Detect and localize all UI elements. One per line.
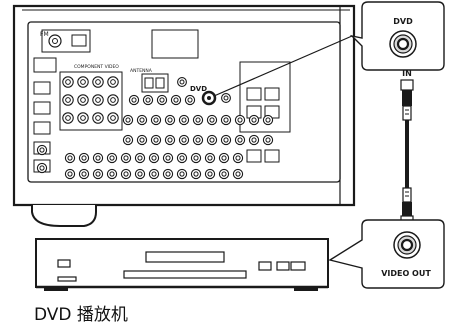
receiver-jack bbox=[178, 114, 190, 126]
receiver-jack bbox=[92, 76, 104, 88]
receiver-jack bbox=[248, 134, 260, 146]
receiver-jack bbox=[170, 94, 182, 106]
receiver-jack bbox=[232, 152, 244, 164]
receiver-jack bbox=[107, 76, 119, 88]
receiver-jack bbox=[78, 168, 90, 180]
receiver-jack bbox=[262, 114, 274, 126]
receiver-jack bbox=[176, 152, 188, 164]
receiver-jack bbox=[120, 168, 132, 180]
receiver-jack bbox=[78, 152, 90, 164]
receiver-jack bbox=[136, 114, 148, 126]
rca-jack-icon bbox=[393, 231, 421, 259]
receiver-jack bbox=[218, 152, 230, 164]
receiver-jack bbox=[106, 152, 118, 164]
video-out-label: VIDEO OUT bbox=[381, 269, 431, 278]
receiver-jack bbox=[128, 94, 140, 106]
receiver-jack bbox=[106, 168, 118, 180]
receiver-jack bbox=[77, 94, 89, 106]
receiver-jack bbox=[120, 152, 132, 164]
dvd-player-caption: DVD 播放机 bbox=[34, 305, 128, 325]
receiver-dvd-jack bbox=[201, 90, 217, 106]
receiver-dvd-label: DVD bbox=[190, 85, 207, 93]
receiver-jack-grid bbox=[36, 76, 274, 180]
receiver-jack bbox=[164, 134, 176, 146]
receiver-jack bbox=[107, 112, 119, 124]
receiver-jack bbox=[178, 134, 190, 146]
receiver-jack bbox=[156, 94, 168, 106]
receiver-jack bbox=[220, 134, 232, 146]
receiver-jack bbox=[62, 94, 74, 106]
receiver-jack bbox=[234, 134, 246, 146]
receiver-jack bbox=[122, 114, 134, 126]
receiver-jack bbox=[148, 152, 160, 164]
receiver-jack bbox=[220, 114, 232, 126]
rca-jack-icon bbox=[389, 30, 417, 58]
receiver-jack bbox=[92, 152, 104, 164]
receiver-jack bbox=[162, 168, 174, 180]
receiver-jack bbox=[190, 152, 202, 164]
receiver-jack bbox=[190, 168, 202, 180]
dvd-player bbox=[35, 238, 329, 291]
video-cable bbox=[400, 79, 414, 225]
receiver-jack bbox=[234, 114, 246, 126]
receiver-jack bbox=[62, 76, 74, 88]
receiver-jack bbox=[206, 114, 218, 126]
receiver-jack bbox=[64, 152, 76, 164]
receiver-jack bbox=[150, 114, 162, 126]
receiver-jack bbox=[134, 168, 146, 180]
receiver-jack bbox=[134, 152, 146, 164]
receiver-jack bbox=[36, 144, 48, 156]
callout-dvd-label: DVD bbox=[393, 17, 413, 26]
receiver-jack bbox=[122, 134, 134, 146]
receiver-jack bbox=[204, 152, 216, 164]
receiver-jack bbox=[77, 76, 89, 88]
receiver-jack bbox=[36, 162, 48, 174]
receiver-jack bbox=[64, 168, 76, 180]
receiver-jack bbox=[206, 134, 218, 146]
receiver-jack bbox=[92, 168, 104, 180]
receiver-jack bbox=[176, 168, 188, 180]
receiver-jack bbox=[204, 168, 216, 180]
callout-leader-top bbox=[213, 35, 353, 97]
receiver-jack bbox=[162, 152, 174, 164]
receiver-jack bbox=[184, 94, 196, 106]
receiver-jack bbox=[92, 94, 104, 106]
receiver-jack bbox=[192, 134, 204, 146]
receiver-jack bbox=[192, 114, 204, 126]
receiver-jack bbox=[136, 134, 148, 146]
component-video-label: COMPONENT VIDEO bbox=[74, 64, 119, 70]
receiver-jack bbox=[142, 94, 154, 106]
receiver-jack bbox=[150, 134, 162, 146]
receiver-jack bbox=[262, 134, 274, 146]
receiver-jack bbox=[218, 168, 230, 180]
receiver-jack bbox=[248, 114, 260, 126]
receiver-jack bbox=[148, 168, 160, 180]
in-label: IN bbox=[402, 69, 412, 78]
receiver-jack bbox=[221, 93, 231, 103]
receiver-jack bbox=[107, 94, 119, 106]
receiver-jack bbox=[177, 77, 187, 87]
receiver-jack bbox=[62, 112, 74, 124]
fm-label: FM bbox=[40, 31, 49, 38]
receiver-jack bbox=[92, 112, 104, 124]
receiver-jack bbox=[164, 114, 176, 126]
receiver-jack bbox=[232, 168, 244, 180]
antenna-label: ANTENNA bbox=[130, 68, 153, 74]
receiver-jack bbox=[77, 112, 89, 124]
